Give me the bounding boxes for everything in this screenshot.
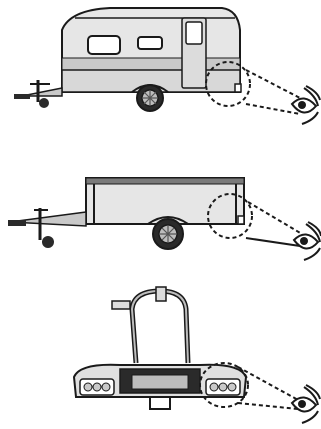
trailer-jockey-wheel (42, 236, 54, 248)
caravan-panel (0, 0, 321, 135)
carrier-arm (132, 291, 188, 363)
caravan-rear-light (235, 84, 241, 92)
carrier-plate (132, 375, 188, 389)
eye-icon (294, 222, 321, 260)
trailer-rear-light (238, 216, 244, 224)
caravan-window-front (88, 36, 120, 54)
caravan-window-mid (138, 37, 162, 49)
carrier-clamp (112, 301, 130, 309)
caravan-door-window (186, 22, 202, 44)
carrier-light-left (80, 379, 114, 395)
bike-carrier-icon (0, 285, 321, 429)
caravan-icon (0, 0, 321, 135)
bike-carrier-panel (0, 285, 321, 429)
caravan-jockey-wheel (39, 98, 49, 108)
eye-icon (292, 86, 320, 124)
trailer-box-top (86, 178, 244, 184)
trailer-icon (0, 150, 321, 280)
carrier-rear-light (206, 379, 240, 395)
trailer-panel (0, 150, 321, 280)
dashed-sightline-icon (246, 70, 300, 98)
eye-icon (292, 385, 320, 423)
